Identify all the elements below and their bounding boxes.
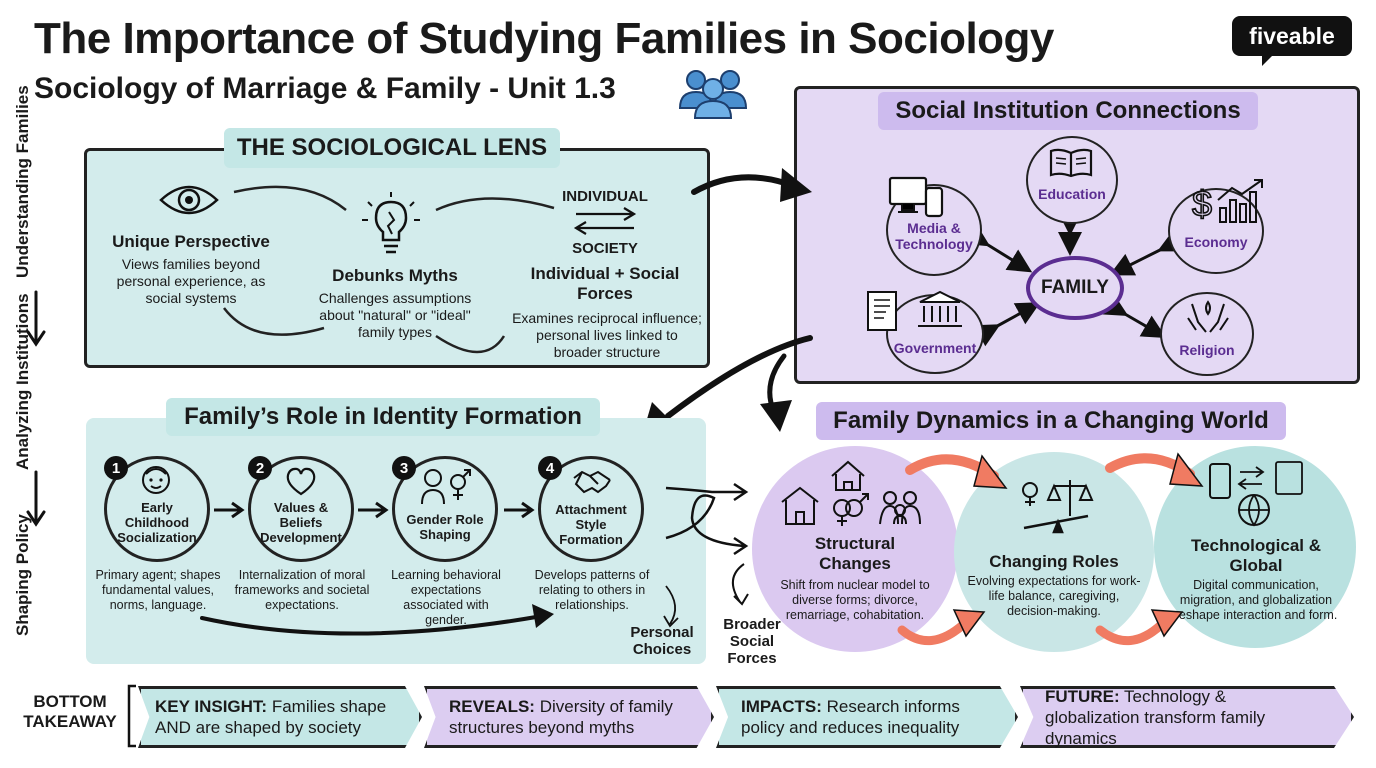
step-label-2: Values & Beliefs Development [260, 500, 342, 545]
devices-icon [888, 176, 944, 218]
lens-connector-lines [223, 185, 555, 354]
takeaway-impacts: IMPACTS: Research informs policy and red… [716, 686, 1018, 748]
svg-text:$: $ [1192, 183, 1212, 224]
down-arrow-icon [26, 290, 46, 347]
globe-devices-icon [1209, 461, 1303, 527]
institution-connector-arrows [963, 212, 1185, 347]
scale-gender-icon [1022, 480, 1094, 534]
praying-hands-icon [1187, 300, 1229, 333]
step-desc-2: Internalization of moral frameworks and … [234, 568, 370, 612]
lens-heading-perspective: Unique Perspective [112, 232, 270, 251]
step-number-2: 2 [248, 456, 272, 480]
side-label-analyzing: Analyzing Institutions [13, 293, 32, 470]
institution-label-education: Education [1038, 186, 1106, 202]
institution-label-media: Media & Technology [895, 220, 973, 252]
identity-title: Family’s Role in Identity Formation [166, 398, 600, 436]
money-chart-icon: $ [1191, 179, 1263, 225]
takeaway-key-insight: KEY INSIGHT: Families shape AND are shap… [138, 686, 422, 748]
identity-step-2 [248, 456, 354, 562]
step-number-1: 1 [104, 456, 128, 480]
takeaway-bracket [127, 684, 136, 748]
logo-tail [1262, 54, 1274, 66]
arrows-icon [573, 207, 637, 235]
fiveable-logo: fiveable [1232, 16, 1352, 56]
institution-label-government: Government [893, 340, 977, 356]
step-desc-1: Primary agent; shapes fundamental values… [95, 568, 221, 612]
book-icon [1049, 148, 1093, 178]
broader-forces-label: Broader Social Forces [723, 616, 781, 667]
dynamics-desc-tech: Digital communication, migration, and gl… [1174, 578, 1338, 622]
step-number-3: 3 [392, 456, 416, 480]
lens-heading-myths: Debunks Myths [332, 266, 458, 285]
takeaway-label: BOTTOM TAKEAWAY [23, 692, 117, 731]
people-group-icon [678, 70, 748, 119]
institution-education [1026, 136, 1118, 224]
page-subtitle: Sociology of Marriage & Family - Unit 1.… [34, 72, 616, 105]
dynamics-title: Family Dynamics in a Changing World [816, 402, 1286, 440]
takeaway-future: FUTURE: Technology & globalization trans… [1020, 686, 1354, 748]
house-family-icon [781, 460, 921, 526]
gender-icon [421, 469, 471, 505]
lens-desc-individual: Examines reciprocal influence; personal … [512, 310, 702, 360]
family-center-node: FAMILY [1026, 256, 1124, 320]
dynamics-heading-structural: Structural Changes [814, 534, 896, 573]
institution-title: Social Institution Connections [878, 92, 1258, 130]
flow-arrow-lens-to-institutions [691, 168, 812, 202]
lens-title: THE SOCIOLOGICAL LENS [224, 128, 560, 168]
institution-label-religion: Religion [1179, 342, 1235, 358]
lightbulb-icon [362, 192, 420, 254]
side-label-policy: Shaping Policy [13, 514, 32, 636]
identity-step-3 [392, 456, 498, 562]
child-face-icon [142, 466, 170, 494]
step-arrows [200, 501, 679, 636]
handshake-icon [573, 470, 611, 494]
step-number-4: 4 [538, 456, 562, 480]
lens-desc-perspective: Views families beyond personal experienc… [116, 256, 266, 306]
identity-step-4 [538, 456, 644, 562]
step-desc-3: Learning behavioral expectations associa… [391, 568, 501, 627]
institution-government [886, 294, 984, 374]
identity-step-1 [104, 456, 210, 562]
lens-desc-myths: Challenges assumptions about "natural" o… [318, 290, 472, 340]
down-arrow-icon [26, 470, 46, 527]
individual-label: INDIVIDUAL [562, 188, 648, 205]
building-icon [867, 290, 962, 331]
step-label-4: Attachment Style Formation [555, 502, 627, 547]
dynamics-circle-structural [752, 446, 958, 652]
lens-heading-individual: Individual + Social Forces [530, 264, 680, 303]
step-desc-4: Develops patterns of relating to others … [534, 568, 650, 612]
institution-economy [1168, 188, 1264, 274]
sociological-lens-panel [84, 148, 710, 368]
orange-flow-arrows [897, 452, 1204, 646]
dynamics-desc-structural: Shift from nuclear model to diverse form… [780, 578, 930, 622]
personal-choices-label: Personal Choices [630, 624, 694, 658]
page-title: The Importance of Studying Families in S… [34, 14, 1054, 63]
dynamics-heading-roles: Changing Roles [989, 552, 1119, 571]
dynamics-desc-roles: Evolving expectations for work-life bala… [967, 574, 1141, 618]
step-label-3: Gender Role Shaping [406, 512, 484, 542]
takeaway-reveals: REVEALS: Diversity of family structures … [424, 686, 714, 748]
swirl-arrows [665, 482, 749, 606]
heart-icon [286, 467, 316, 496]
dynamics-heading-tech: Technological & Global [1190, 536, 1322, 575]
side-label-understanding: Understanding Families [13, 85, 32, 278]
step-label-1: Early Childhood Socialization [117, 500, 197, 545]
eye-icon [159, 185, 219, 215]
society-label: SOCIETY [572, 240, 638, 257]
flow-arrow-institutions-to-identity [642, 335, 813, 436]
institution-label-economy: Economy [1184, 234, 1248, 250]
